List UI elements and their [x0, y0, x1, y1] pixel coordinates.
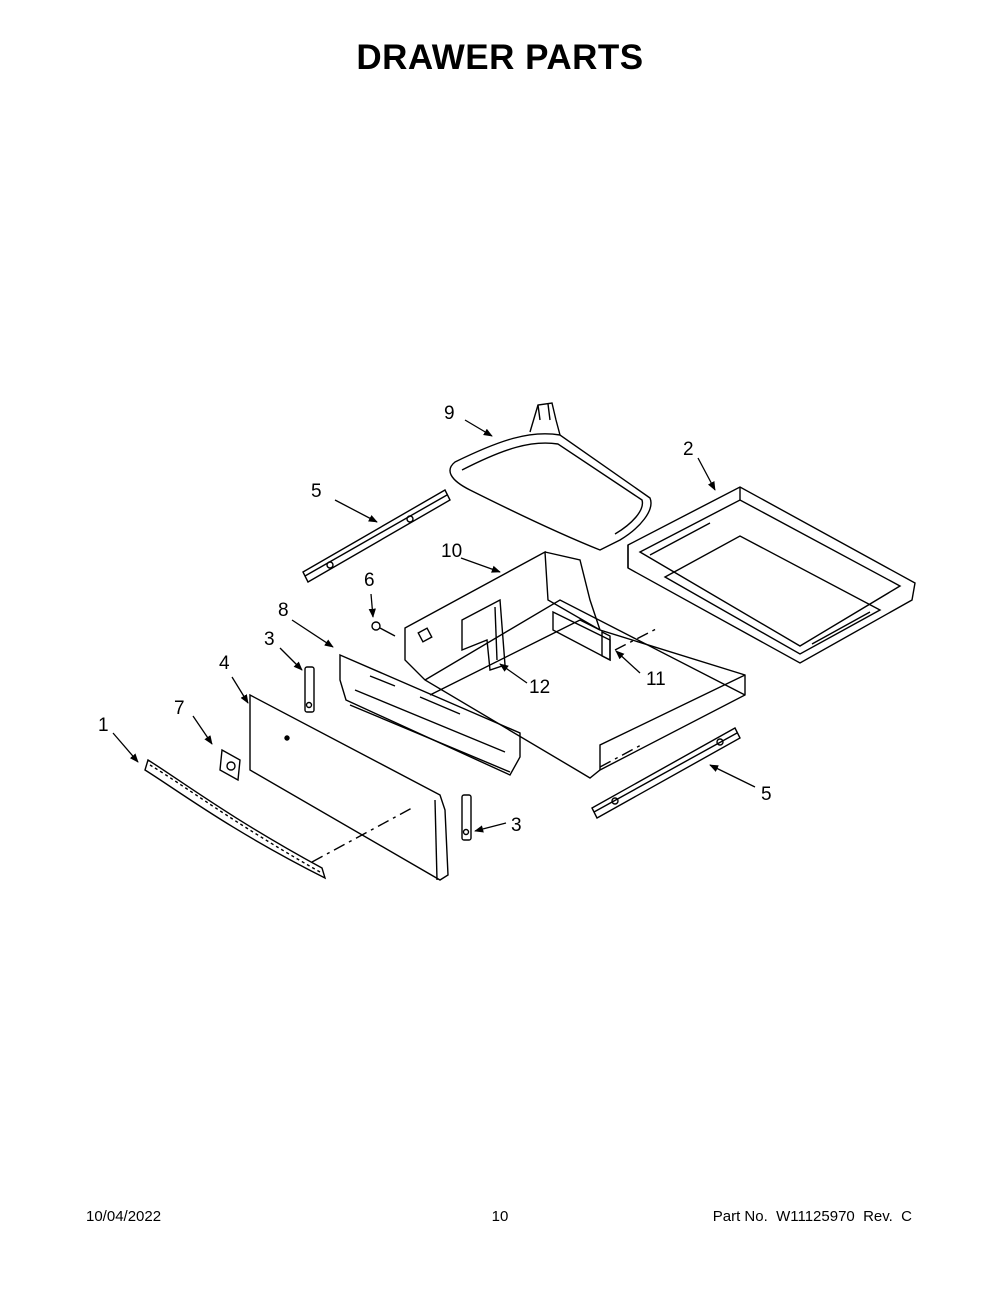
callout-4: 4: [219, 653, 230, 674]
callout-10: 10: [441, 541, 462, 562]
callout-12: 12: [529, 677, 550, 698]
part-5-slide-rail-left: [302, 489, 451, 583]
callout-3-upper: 3: [264, 629, 275, 650]
part-8-inner-panel: [339, 653, 521, 776]
part-11-rear-stop: [601, 630, 611, 662]
part-2-drawer-tray: [627, 486, 916, 664]
callout-3-lower: 3: [511, 815, 522, 836]
assembly-lines: [311, 627, 659, 863]
part-6-screw: [371, 621, 396, 637]
part-7-badge: [219, 748, 241, 782]
footer-part-number: Part No. W11125970 Rev. C: [712, 1208, 912, 1225]
part-12-bracket: [461, 598, 506, 671]
part-3-bracket-lower: [461, 794, 472, 841]
part-3-bracket-upper: [304, 666, 315, 713]
footer-date: 10/04/2022: [86, 1208, 162, 1225]
callout-7: 7: [174, 698, 185, 719]
part-1-handle: [144, 758, 327, 880]
part-5-slide-rail-right: [591, 727, 741, 819]
part-9-top-cover: [449, 402, 652, 551]
callout-1: 1: [98, 715, 109, 736]
callout-5-right: 5: [761, 784, 772, 805]
leader-arrows: [112, 419, 756, 833]
footer-page-number: 10: [491, 1208, 509, 1225]
callout-11: 11: [646, 669, 666, 690]
part-4-front-panel: [249, 693, 449, 881]
callout-9: 9: [444, 403, 455, 424]
callout-6: 6: [364, 570, 375, 591]
part-10-drawer-body: [404, 550, 746, 779]
callout-5-left: 5: [311, 481, 322, 502]
callout-8: 8: [278, 600, 289, 621]
callout-2: 2: [683, 439, 694, 460]
page-title: DRAWER PARTS: [356, 38, 644, 77]
